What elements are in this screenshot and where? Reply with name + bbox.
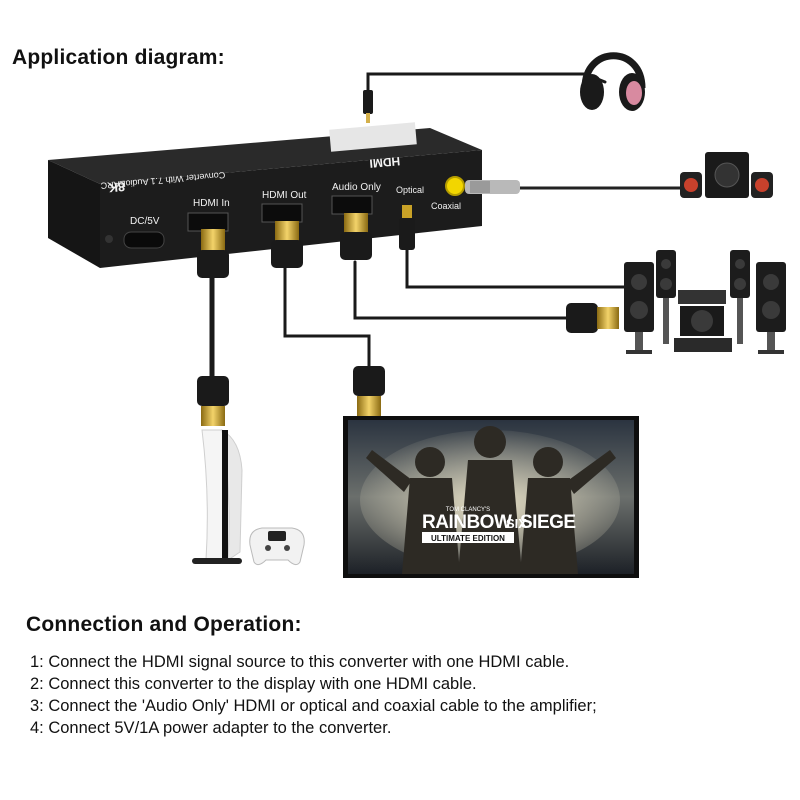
headphones-icon: [580, 52, 646, 111]
port-label-hdmi-out: HDMI Out: [262, 190, 307, 201]
hdmi-out-cable: [283, 266, 371, 372]
device-top-badge: 8K: [107, 179, 125, 195]
page-title: Application diagram:: [12, 46, 225, 69]
connection-steps: 1: Connect the HDMI signal source to thi…: [30, 651, 597, 739]
game-edition: ULTIMATE EDITION: [431, 534, 505, 543]
step-2: 2: Connect this converter to the display…: [30, 675, 477, 693]
hdmi-plug-audio: [340, 213, 372, 260]
port-label-coaxial: Coaxial: [431, 201, 461, 211]
game-title-right: SIEGE: [520, 512, 576, 533]
optical-plug: [399, 205, 415, 250]
hdmi-plug-amp: [566, 303, 619, 333]
controller-icon: [249, 527, 305, 566]
port-label-audio-only: Audio Only: [332, 182, 381, 193]
headphone-jack-plug: [363, 90, 373, 123]
step-4: 4: Connect 5V/1A power adapter to the co…: [30, 719, 392, 737]
game-title-six: SIX: [506, 516, 527, 531]
hdmi-plug-out: [271, 221, 303, 268]
port-label-power: DC/5V: [130, 216, 160, 227]
optical-cable: [405, 248, 642, 289]
tv-display-icon: TOM CLANCY'S RAINBOW SIX SIEGE ULTIMATE …: [343, 416, 639, 578]
surround-speakers-icon: [624, 250, 786, 354]
hdmi-plug-console: [197, 376, 229, 426]
game-brand: TOM CLANCY'S: [446, 507, 490, 513]
game-title-left: RAINBOW: [422, 512, 512, 533]
step-3: 3: Connect the 'Audio Only' HDMI or opti…: [30, 697, 597, 715]
connection-title: Connection and Operation:: [26, 613, 302, 636]
converter-device: HDMI Converter With 7.1 AudioEARC 8K DC/…: [48, 122, 482, 268]
game-console-icon: [192, 429, 243, 564]
hdmi-plug-tv: [353, 366, 385, 416]
device-top-logo: HDMI: [369, 154, 401, 171]
pc-speakers-icon: [680, 152, 773, 198]
headphone-cable: [366, 72, 607, 94]
coaxial-plug: [465, 180, 520, 194]
audio-hdmi-cable: [353, 260, 570, 320]
port-label-optical: Optical: [396, 185, 424, 195]
step-1: 1: Connect the HDMI signal source to thi…: [30, 653, 570, 671]
port-label-hdmi-in: HDMI In: [193, 198, 230, 209]
hdmi-plug-in: [197, 229, 229, 278]
